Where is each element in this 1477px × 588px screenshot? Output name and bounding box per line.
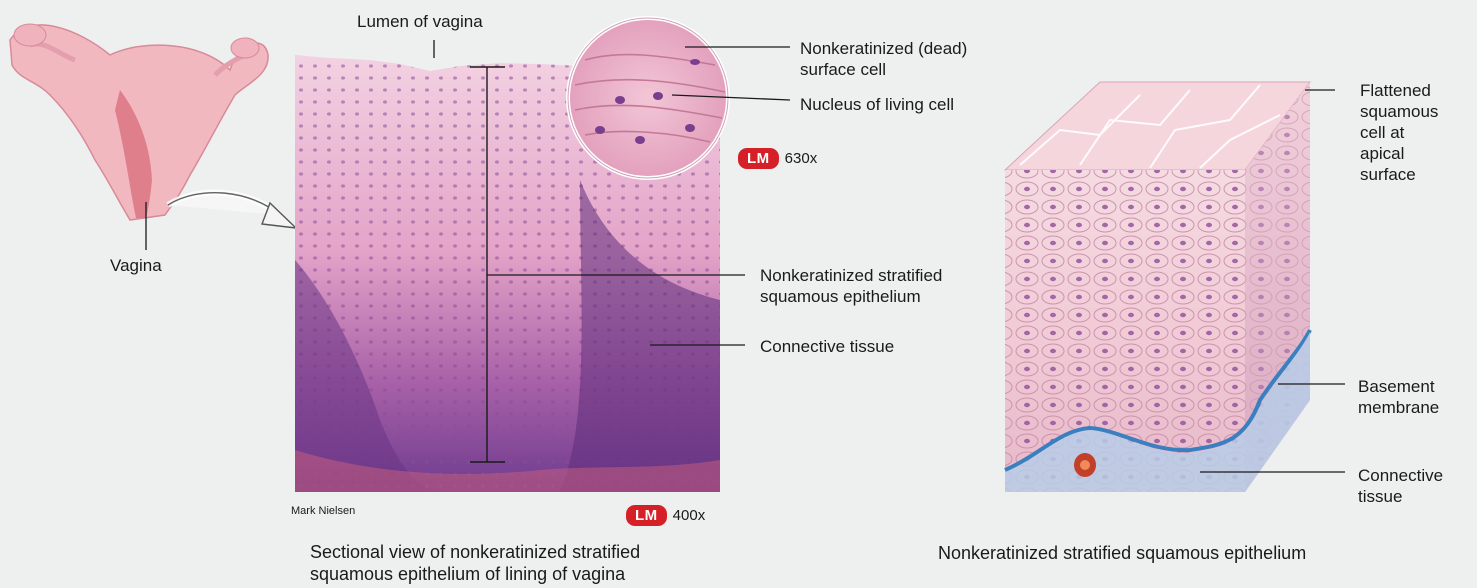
flattened-cell-label: Flattened squamous cell at apical surfac… bbox=[1360, 80, 1438, 185]
magnified-inset bbox=[568, 18, 728, 178]
connective-tissue-right-label: Connective tissue bbox=[1358, 465, 1443, 507]
right-caption: Nonkeratinized stratified squamous epith… bbox=[938, 542, 1306, 564]
basement-membrane-label: Basement membrane bbox=[1358, 376, 1439, 418]
epithelium-label: Nonkeratinized stratified squamous epith… bbox=[760, 265, 942, 307]
lumen-label: Lumen of vagina bbox=[357, 11, 483, 32]
inset-magnification: LM 630x bbox=[738, 148, 817, 169]
main-magnification-value: 400x bbox=[673, 507, 706, 524]
epithelium-block bbox=[1005, 82, 1310, 492]
connective-tissue-left-label: Connective tissue bbox=[760, 336, 894, 357]
inset-magnification-value: 630x bbox=[785, 150, 818, 167]
lm-badge: LM bbox=[626, 505, 667, 526]
lm-badge: LM bbox=[738, 148, 779, 169]
photo-credit: Mark Nielsen bbox=[291, 501, 355, 522]
vagina-label: Vagina bbox=[110, 255, 162, 276]
main-magnification: LM 400x bbox=[626, 505, 705, 526]
nucleus-label: Nucleus of living cell bbox=[800, 94, 954, 115]
left-caption: Sectional view of nonkeratinized stratif… bbox=[310, 541, 640, 585]
uterus-illustration bbox=[10, 24, 268, 220]
surface-cell-label: Nonkeratinized (dead) surface cell bbox=[800, 38, 967, 80]
